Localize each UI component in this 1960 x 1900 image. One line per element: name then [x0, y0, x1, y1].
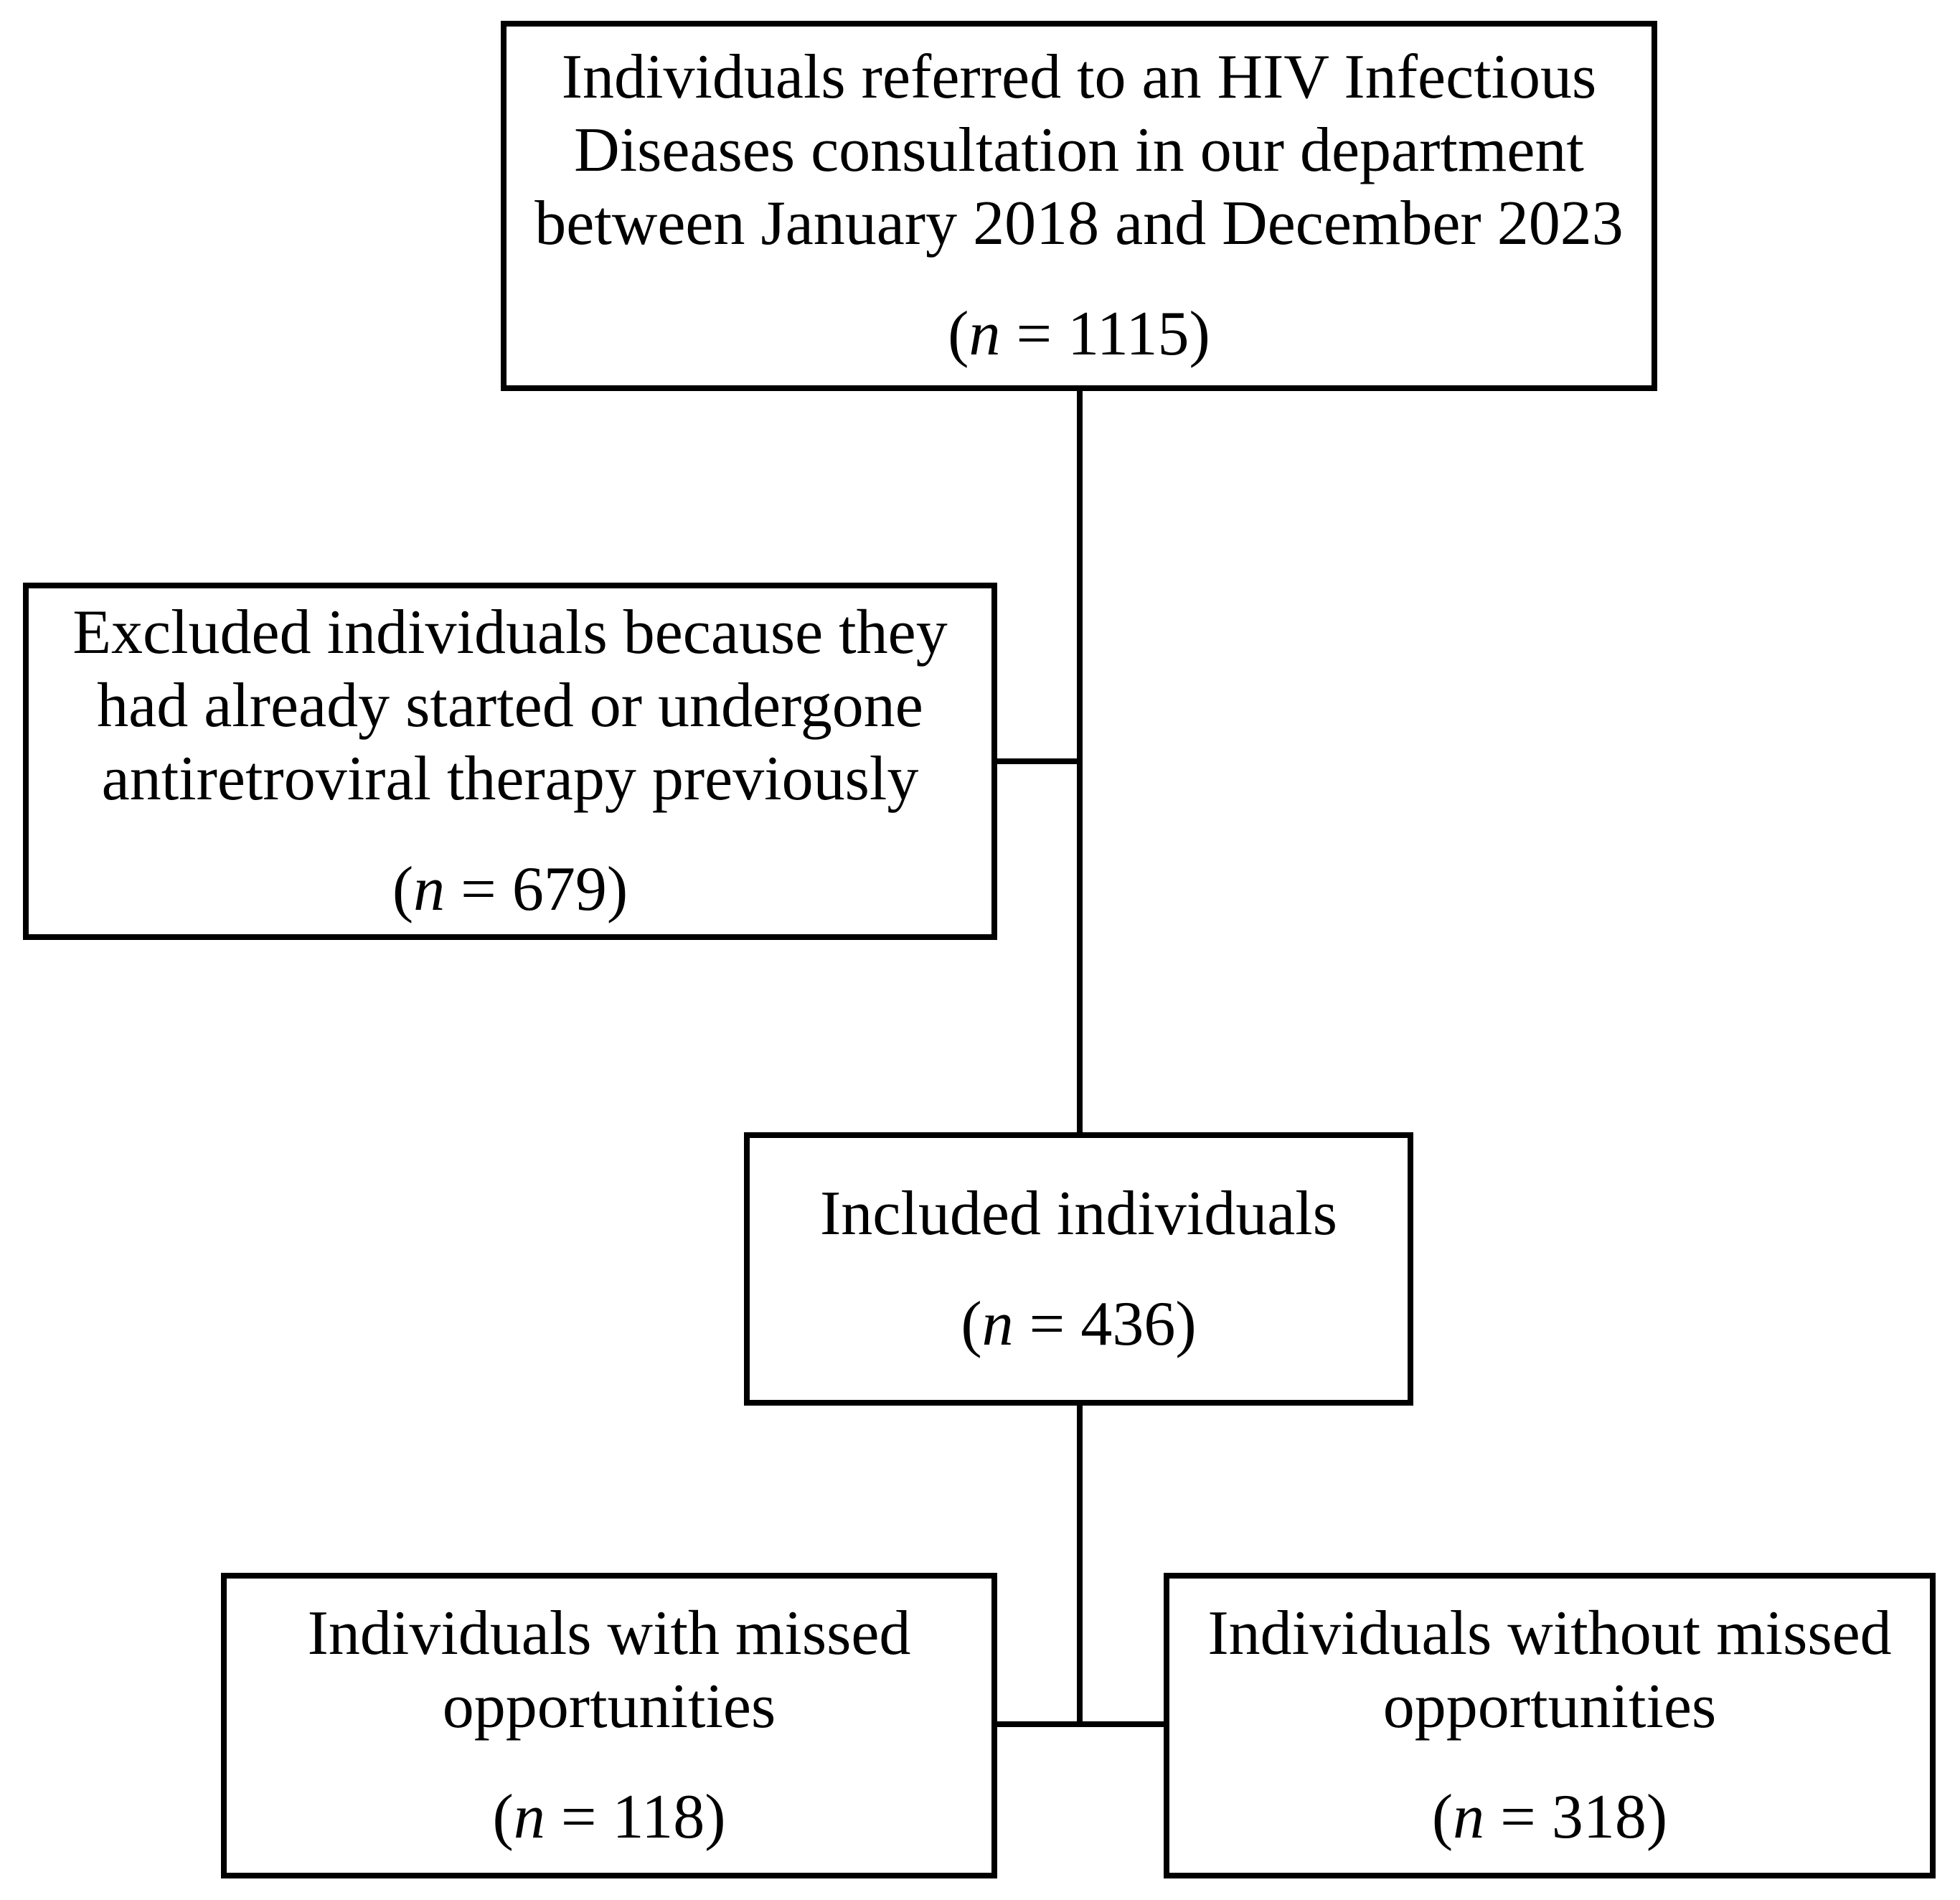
box-text-line: Individuals without missed [1207, 1599, 1892, 1668]
paren-close: ) [1646, 1782, 1668, 1852]
n-value: 436 [1080, 1289, 1176, 1359]
equals-sign: = [1484, 1782, 1552, 1852]
n-symbol: n [513, 1782, 545, 1852]
box-text-line: between January 2018 and December 2023 [534, 189, 1624, 258]
paren-close: ) [705, 1782, 726, 1852]
n-symbol: n [981, 1289, 1014, 1359]
n-symbol: n [413, 855, 446, 924]
box-text-line: Excluded individuals because they [72, 598, 948, 667]
connector-included-to-split [1077, 1404, 1083, 1727]
equals-sign: = [1013, 1289, 1081, 1359]
n-value: 679 [512, 855, 607, 924]
box-text-line: Included individuals [820, 1178, 1337, 1248]
box-text-line: opportunities [442, 1672, 776, 1741]
equals-sign: = [545, 1782, 613, 1852]
sample-size: (n = 318) [1432, 1781, 1667, 1854]
sample-size: (n = 436) [961, 1288, 1196, 1361]
connector-bottom-split [996, 1721, 1165, 1727]
sample-size: (n = 1115) [948, 298, 1210, 371]
flow-box-missed-opportunities: Individuals with missed opportunities (n… [221, 1573, 997, 1878]
box-text-line: antiretroviral therapy previously [101, 744, 919, 814]
flow-box-included: Included individuals (n = 436) [744, 1132, 1413, 1406]
flow-box-referred: Individuals referred to an HIV Infectiou… [501, 21, 1657, 391]
paren-open: ( [492, 1782, 514, 1852]
paren-open: ( [392, 855, 414, 924]
flow-box-without-missed-opportunities: Individuals without missed opportunities… [1164, 1573, 1936, 1878]
paren-open: ( [1431, 1782, 1453, 1852]
n-symbol: n [969, 299, 1001, 369]
box-text-line: Diseases consultation in our department [574, 116, 1584, 185]
equals-sign: = [445, 855, 512, 924]
paren-close: ) [606, 855, 628, 924]
n-value: 118 [612, 1782, 705, 1852]
flow-box-excluded: Excluded individuals because they had al… [23, 583, 997, 940]
connector-excluded-branch [994, 758, 1081, 764]
paren-open: ( [961, 1289, 982, 1359]
box-text-line: Individuals referred to an HIV Infectiou… [561, 42, 1597, 112]
equals-sign: = [1000, 299, 1068, 369]
sample-size: (n = 679) [392, 853, 628, 926]
paren-open: ( [948, 299, 969, 369]
paren-close: ) [1175, 1289, 1197, 1359]
box-text-line: opportunities [1382, 1672, 1717, 1741]
n-symbol: n [1453, 1782, 1485, 1852]
paren-close: ) [1189, 299, 1210, 369]
box-text-line: had already started or undergone [97, 671, 923, 740]
box-text-line: Individuals with missed [307, 1599, 911, 1668]
n-value: 1115 [1068, 299, 1189, 369]
n-value: 318 [1551, 1782, 1646, 1852]
sample-size: (n = 118) [493, 1781, 726, 1854]
